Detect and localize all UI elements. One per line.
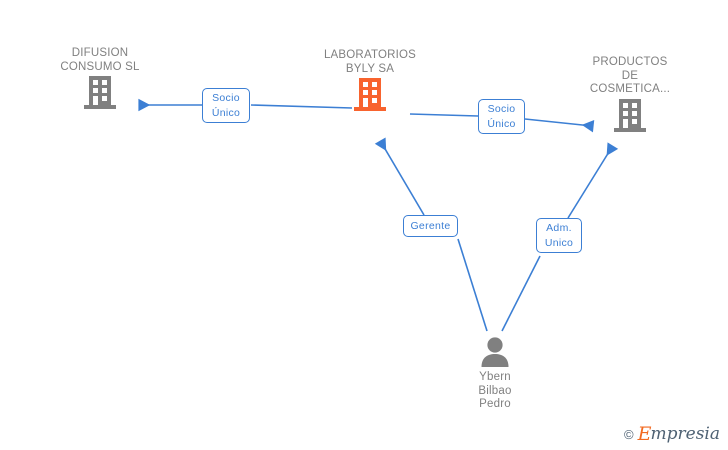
node-productos-cosmetica[interactable]: PRODUCTOS DE COSMETICA... bbox=[565, 56, 695, 135]
node-label-difusion-consumo: DIFUSION CONSUMO SL bbox=[60, 47, 140, 73]
brand-name: mpresia bbox=[650, 424, 721, 444]
node-difusion-consumo[interactable]: DIFUSION CONSUMO SL bbox=[35, 47, 165, 112]
empresia-watermark: © E mpresia bbox=[624, 425, 720, 444]
copyright-icon: © bbox=[624, 427, 634, 442]
edge-pedro-to-byly bbox=[374, 137, 488, 332]
node-label-ybern-bilbao-pedro: Ybern Bilbao Pedro bbox=[478, 371, 512, 410]
edge-label-adm-unico[interactable]: Adm. Unico bbox=[536, 218, 582, 253]
person-icon bbox=[481, 337, 509, 367]
edge-byly-to-difusion bbox=[138, 98, 353, 112]
edge-label-socio-unico-difusion[interactable]: Socio Único bbox=[202, 88, 250, 123]
brand-initial: E bbox=[637, 423, 652, 445]
node-ybern-bilbao-pedro[interactable]: Ybern Bilbao Pedro bbox=[430, 335, 560, 412]
edge-label-socio-unico-productos[interactable]: Socio Único bbox=[478, 99, 525, 134]
edge-pedro-to-productos bbox=[501, 142, 619, 332]
node-label-productos-cosmetica: PRODUCTOS DE COSMETICA... bbox=[589, 56, 671, 95]
edge-byly-to-productos bbox=[409, 113, 595, 133]
building-icon bbox=[84, 76, 116, 109]
building-icon bbox=[354, 78, 386, 111]
node-laboratorios-byly[interactable]: LABORATORIOS BYLY SA bbox=[305, 49, 435, 114]
edge-label-gerente[interactable]: Gerente bbox=[403, 215, 458, 237]
node-label-laboratorios-byly: LABORATORIOS BYLY SA bbox=[323, 49, 417, 75]
building-icon bbox=[614, 98, 646, 132]
